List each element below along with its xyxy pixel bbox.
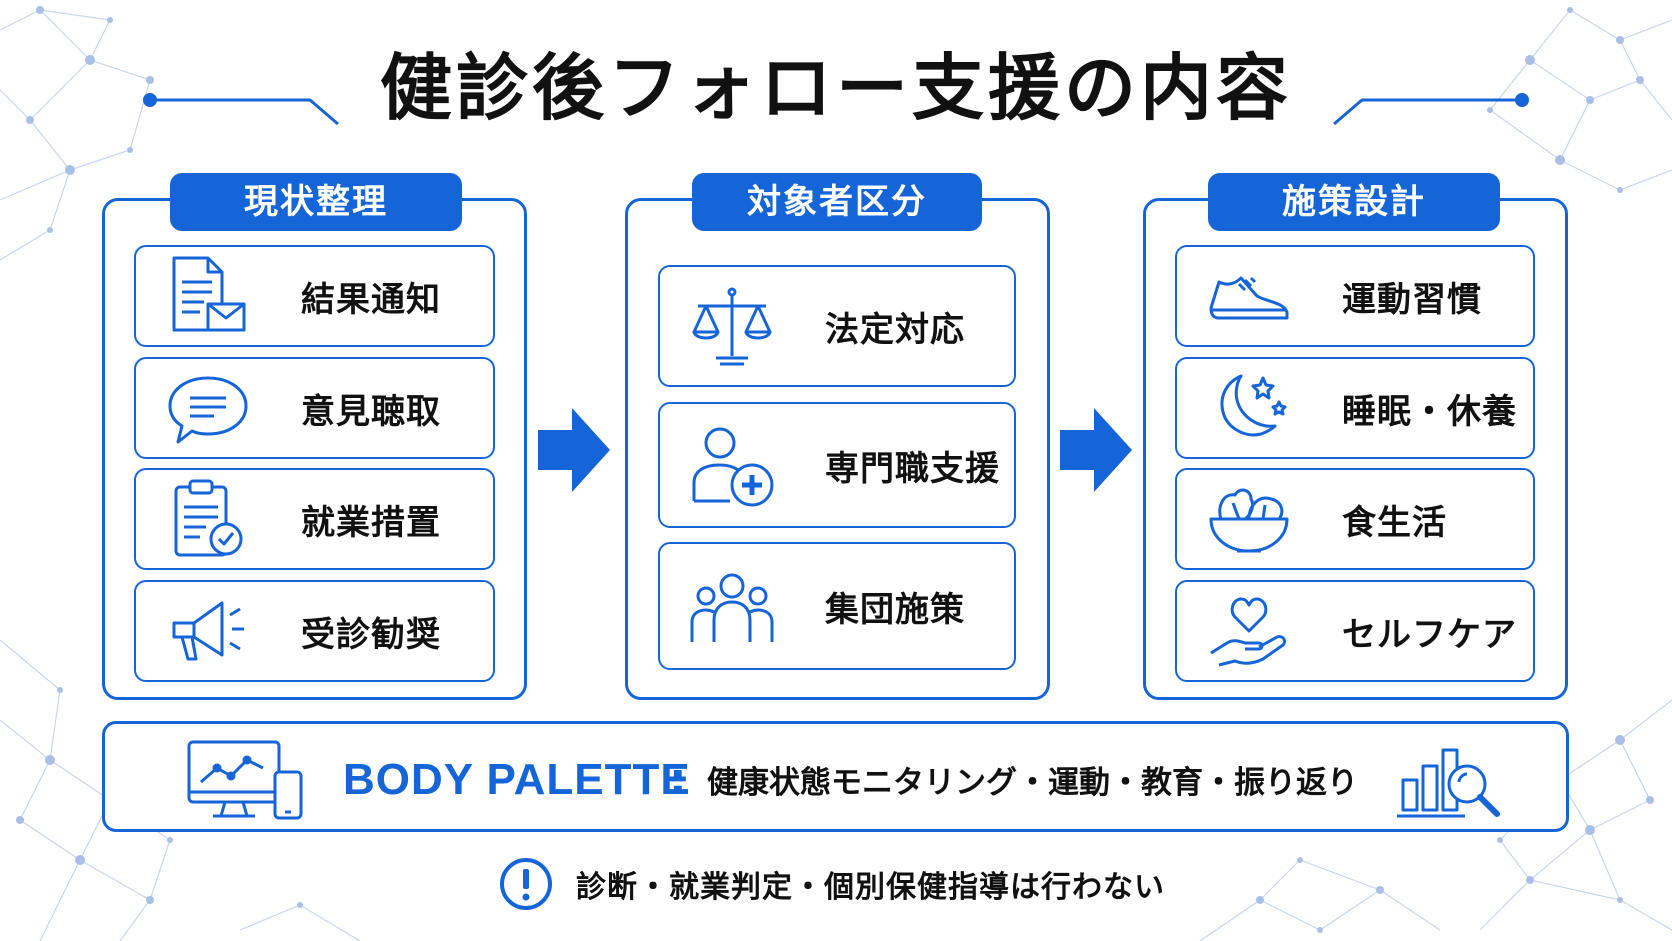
card-self-care: セルフケア (1175, 580, 1535, 682)
card-label: 運動習慣 (1342, 279, 1482, 320)
card-legal-response: 法定対応 (658, 265, 1016, 387)
card-label: 集団施策 (825, 589, 965, 630)
card-work-measures: 就業措置 (134, 468, 495, 570)
card-label: セルフケア (1342, 614, 1517, 655)
card-group-measures: 集団施策 (658, 542, 1016, 670)
card-label: 受診勧奨 (301, 614, 441, 655)
flow-arrow-1 (538, 408, 610, 492)
exclamation-icon (500, 858, 552, 910)
heart-hand-icon (1210, 597, 1287, 667)
card-exercise-habit: 運動習慣 (1175, 245, 1535, 347)
page-title: 健診後フォロー支援の内容 (379, 46, 1292, 130)
card-label: 法定対応 (825, 309, 965, 350)
clipboard-check-icon (174, 479, 243, 557)
palette-colon: : (669, 754, 687, 805)
body-palette-bar: BODY PALETTE : 健康状態モニタリング・運動・教育・振り返り (102, 721, 1569, 832)
tab-current-status: 現状整理 (170, 173, 462, 231)
card-diet: 食生活 (1175, 468, 1535, 570)
title-decoration-right (1333, 93, 1529, 126)
card-label: 睡眠・休養 (1342, 391, 1517, 432)
palette-title: BODY PALETTE (343, 754, 691, 804)
card-label: 結果通知 (301, 279, 441, 320)
card-consultation-advice: 受診勧奨 (134, 580, 495, 682)
card-label: 食生活 (1342, 502, 1447, 543)
sneaker-icon (1209, 276, 1289, 320)
card-label: 就業措置 (301, 502, 441, 543)
monitor-phone-icon (187, 740, 303, 820)
salad-bowl-icon (1209, 488, 1289, 553)
title-decoration-left (143, 93, 339, 126)
scales-icon (692, 287, 772, 366)
note-text: 診断・就業判定・個別保健指導は行わない (576, 870, 1165, 905)
group-icon (690, 573, 774, 642)
megaphone-icon (172, 601, 244, 661)
tab-target-classification: 対象者区分 (692, 173, 982, 231)
flow-arrow-2 (1060, 408, 1132, 492)
card-opinion-hearing: 意見聴取 (134, 357, 495, 459)
speech-bubble-icon (168, 376, 248, 444)
tab-measure-design: 施策設計 (1208, 173, 1500, 231)
document-mail-icon (172, 256, 246, 332)
card-label: 意見聴取 (301, 391, 441, 432)
person-plus-icon (692, 427, 774, 507)
moon-stars-icon (1220, 374, 1287, 437)
bar-chart-magnifier-icon (1397, 748, 1500, 818)
card-specialist-support: 専門職支援 (658, 402, 1016, 528)
card-sleep-rest: 睡眠・休養 (1175, 357, 1535, 459)
palette-description: 健康状態モニタリング・運動・教育・振り返り (707, 765, 1358, 801)
card-label: 専門職支援 (825, 448, 1000, 489)
card-result-notice: 結果通知 (134, 245, 495, 347)
